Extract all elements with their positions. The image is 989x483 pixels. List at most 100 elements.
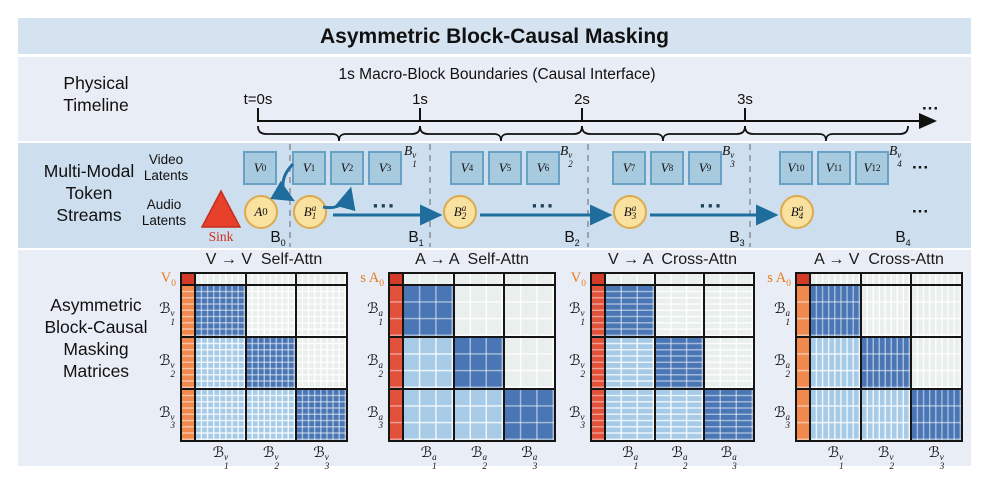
top-row-cell xyxy=(246,274,296,284)
audio-token-B2-base: B xyxy=(453,204,462,219)
block-label-B0: B0 xyxy=(270,229,286,249)
mask-block-full xyxy=(505,390,554,440)
matrix-corner-label: V0 xyxy=(570,270,586,289)
matrix-grid xyxy=(590,272,755,442)
timeline-ellipsis: ··· xyxy=(922,99,939,118)
mask-block-past xyxy=(811,390,860,440)
sink-column-cell xyxy=(592,286,604,336)
mask-block-mask xyxy=(705,338,753,388)
matrix-col-label-base: ℬ xyxy=(827,445,840,461)
video-token-V1-base: V xyxy=(302,160,311,175)
matrix-col-label-base: ℬ xyxy=(313,445,325,461)
mask-block-mask xyxy=(705,286,753,336)
mask-block-full xyxy=(246,338,296,388)
mask-block-mask xyxy=(297,338,346,388)
tick-label-2s: 2s xyxy=(574,91,590,108)
macro-block-header: 1s Macro-Block Boundaries (Causal Interf… xyxy=(338,66,656,83)
video-token-V2-base: V xyxy=(340,160,349,175)
sink-corner-cell xyxy=(182,274,194,284)
sink-corner-cell xyxy=(592,274,604,284)
matrix-col-label-base: ℬ xyxy=(622,445,634,461)
matrix-grid xyxy=(180,272,348,442)
matrix-col-label-base: ℬ xyxy=(720,445,733,461)
sink-column-cell xyxy=(592,390,604,440)
sink-column-cell xyxy=(182,286,194,336)
mask-block-full xyxy=(404,286,453,336)
mask-block-past xyxy=(404,338,453,388)
audio-token-B3-base: B xyxy=(623,204,632,219)
matrix-row-label-base: ℬ xyxy=(159,301,171,318)
tick-label-3s: 3s xyxy=(737,91,753,108)
sink-letter-label: s xyxy=(360,270,369,286)
top-row-cell xyxy=(811,274,860,284)
sink-column-cell xyxy=(182,338,194,388)
arrow-dots-1: ··· xyxy=(372,196,396,217)
matrix-row-label-base: ℬ xyxy=(159,353,171,369)
matrix-row-label-base: ℬ xyxy=(367,301,379,318)
matrix-title: A → A Self-Attn xyxy=(415,251,529,268)
top-row-cell xyxy=(861,274,911,284)
sink-label: Sink xyxy=(208,229,234,244)
video-row-ellipsis: ··· xyxy=(912,158,929,177)
mask-block-mask xyxy=(454,286,504,336)
video-token-V3-base: V xyxy=(378,160,387,175)
video-token-V0-base: V xyxy=(253,160,262,175)
matrix-title: V → V Self-Attn xyxy=(205,251,323,268)
video-token-V6-base: V xyxy=(536,160,545,175)
mask-block-mask xyxy=(297,286,346,336)
matrix-grid xyxy=(388,272,556,442)
sink-column-cell xyxy=(797,390,809,440)
matrix-row-label-base: ℬ xyxy=(159,404,171,421)
video-token-V12-base: V xyxy=(863,160,872,175)
audio-token-A0-base: A xyxy=(254,204,263,219)
sink-column-cell xyxy=(390,390,402,440)
matrix-col-label-base: ℬ xyxy=(420,445,433,461)
video-token-V10-base: V xyxy=(787,160,796,175)
matrix-corner-label: s A0 xyxy=(767,270,791,289)
sink-column-cell xyxy=(797,286,809,336)
mask-block-past xyxy=(196,390,245,440)
matrix-title: V → A Cross-Attn xyxy=(608,251,737,268)
matrix-grid xyxy=(795,272,963,442)
block-label-B2: B2 xyxy=(564,229,580,249)
sink-column-cell xyxy=(182,390,194,440)
matrix-row-label-base: ℬ xyxy=(367,353,379,369)
matrix-row-label-base: ℬ xyxy=(569,301,581,318)
top-row-cell xyxy=(655,274,704,284)
sink-column-cell xyxy=(390,286,402,336)
block-label-B3: B3 xyxy=(729,229,745,249)
sink-column-cell xyxy=(390,338,402,388)
video-group-label-B1-base: B xyxy=(404,143,413,158)
top-row-cell xyxy=(297,274,346,284)
mask-block-past xyxy=(606,390,654,440)
mask-block-past xyxy=(655,390,704,440)
block-label-B1: B1 xyxy=(408,229,424,249)
mask-block-mask xyxy=(861,286,911,336)
figure-title: Asymmetric Block-Causal Masking xyxy=(320,25,669,48)
tick-label-1s: 1s xyxy=(412,91,428,108)
mask-block-full xyxy=(606,286,654,336)
video-token-V8-base: V xyxy=(660,160,669,175)
mask-block-past xyxy=(861,390,911,440)
sink-corner-cell xyxy=(390,274,402,284)
